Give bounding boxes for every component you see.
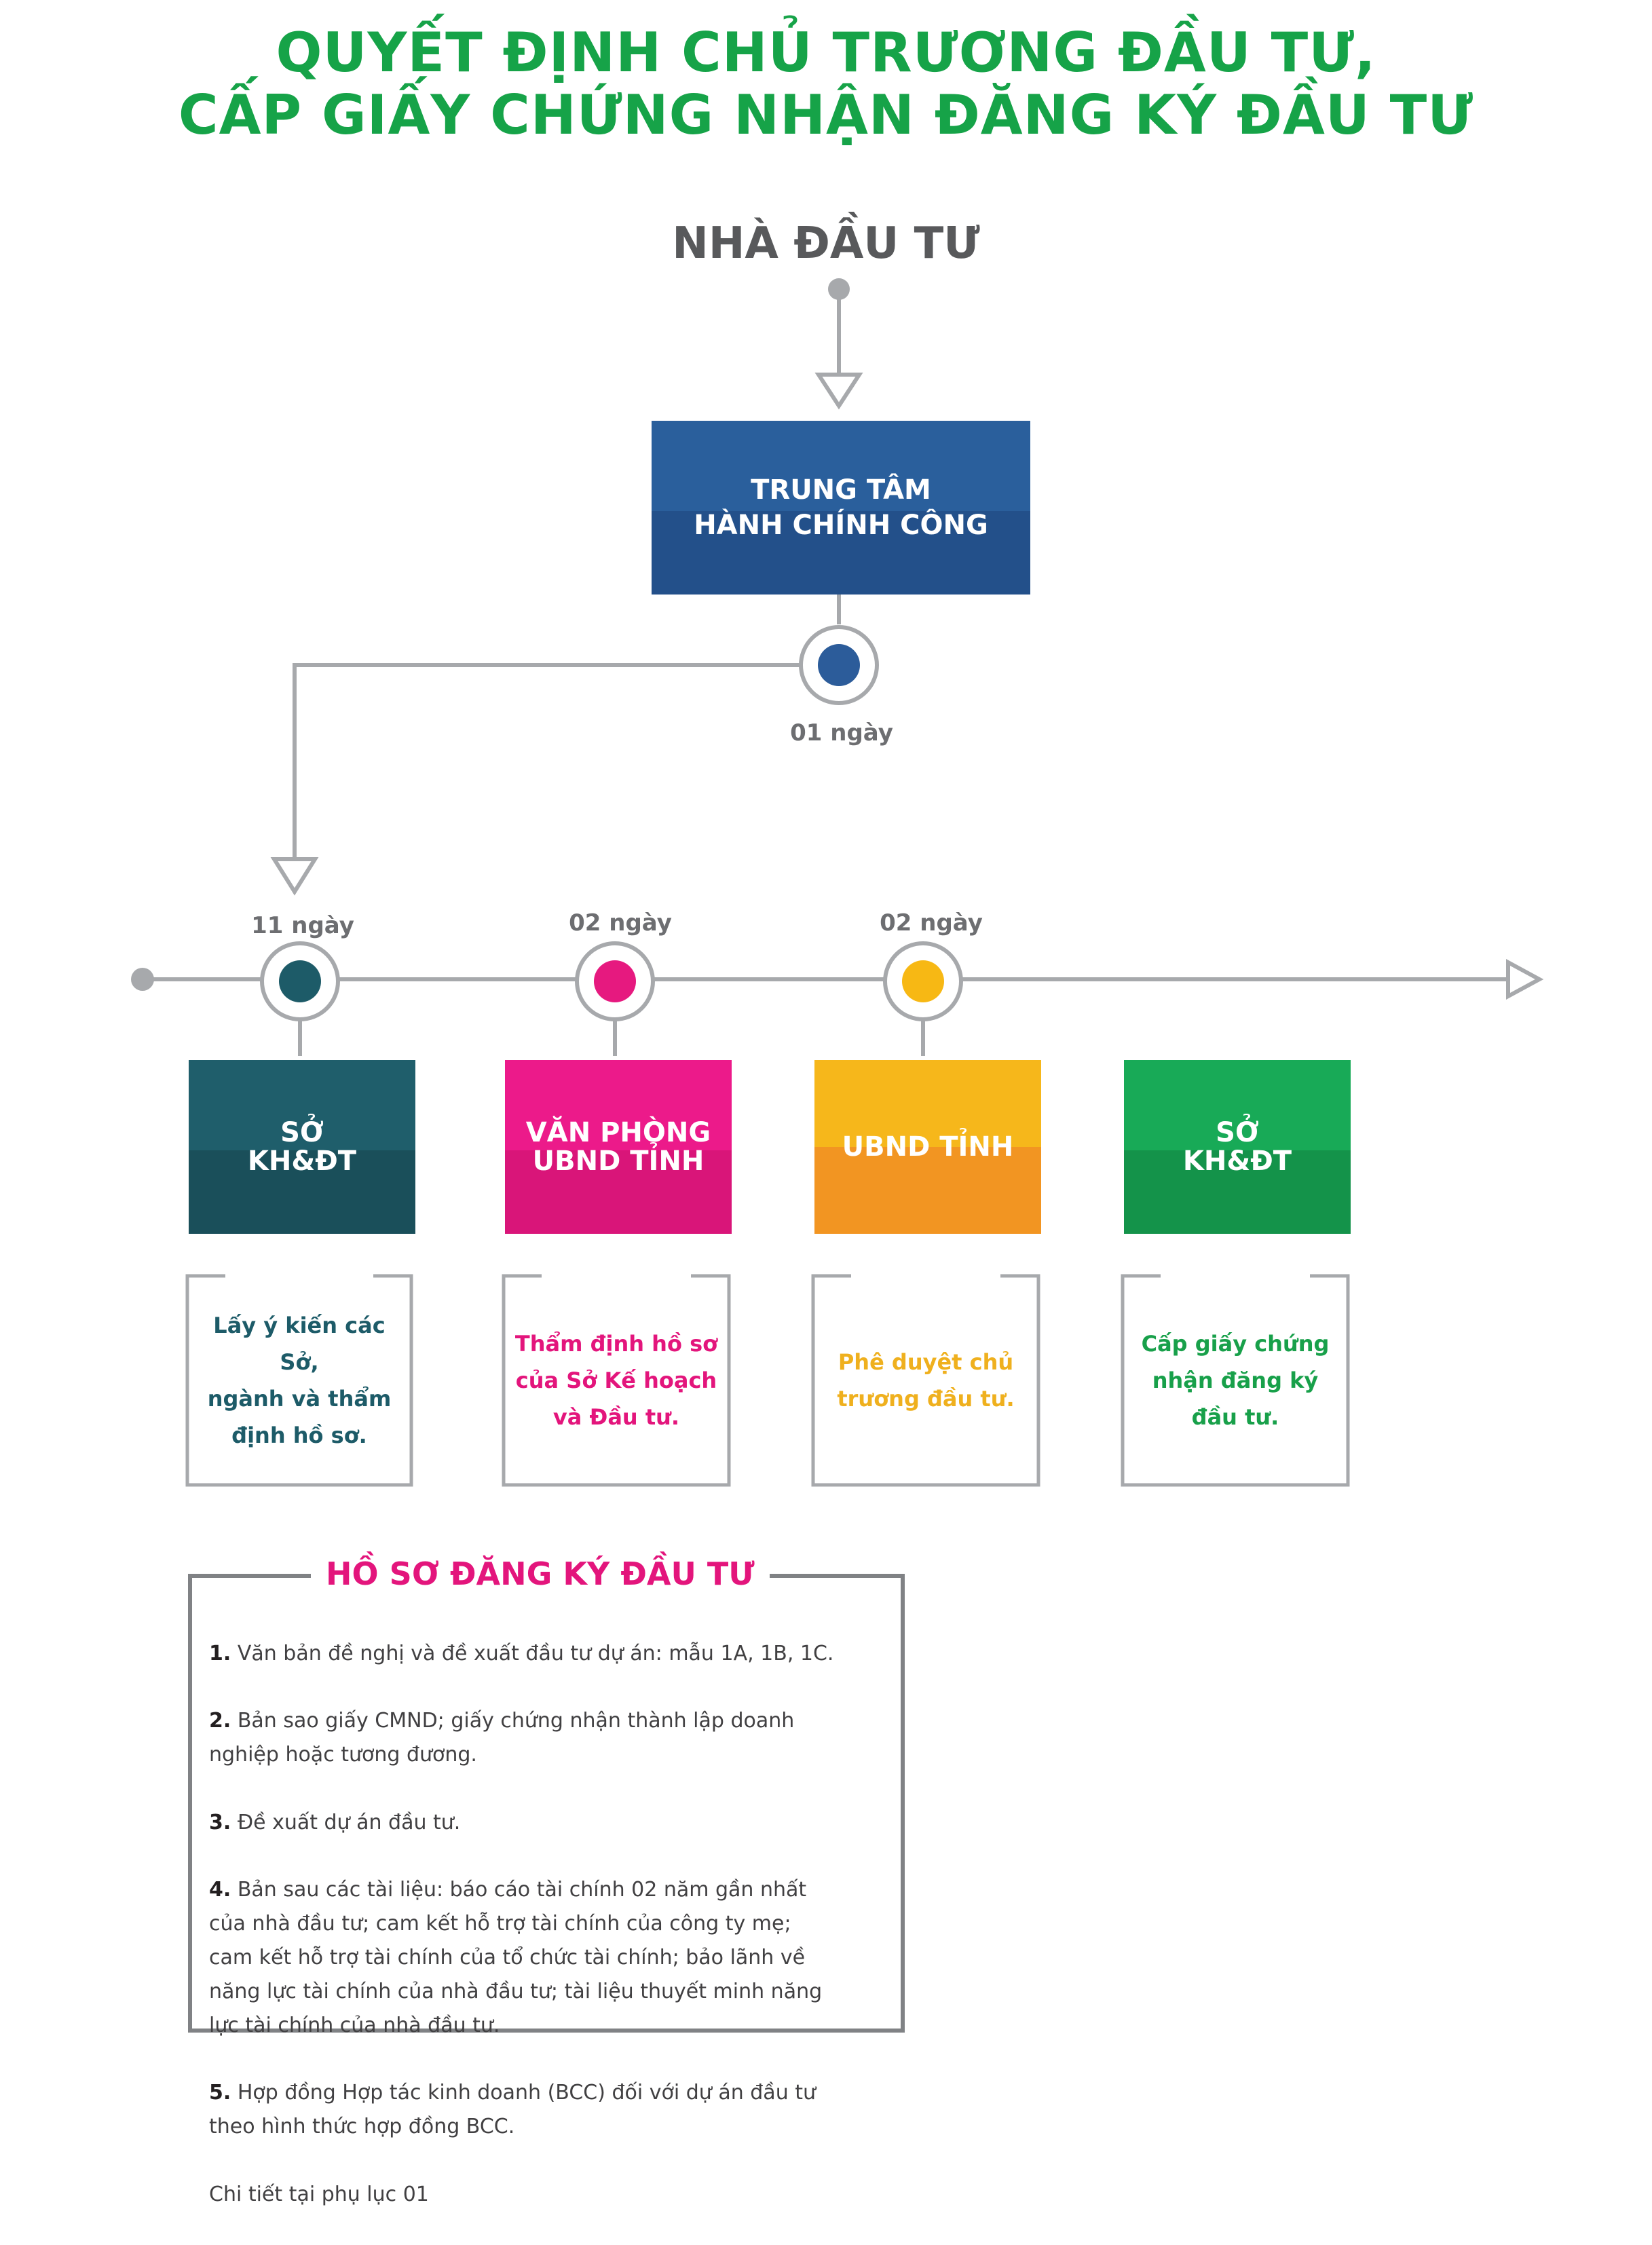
step-box-so-khdt-final: SỞ KH&ĐT — [1124, 1060, 1351, 1234]
page-title-line-1: QUYẾT ĐỊNH CHỦ TRƯƠNG ĐẦU TƯ, — [276, 21, 1376, 84]
desc-frame-1 — [185, 1274, 413, 1487]
desc-frame-3 — [811, 1274, 1040, 1487]
arrow-down-icon — [814, 373, 863, 410]
step-1-duration: 11 ngày — [251, 912, 354, 939]
desc-frame-4 — [1121, 1274, 1350, 1487]
step-node-2-dot — [594, 960, 636, 1002]
dossier-footer: Chi tiết tại phụ lục 01 — [209, 2182, 429, 2206]
step-box-van-phong-ubnd: VĂN PHÒNG UBND TỈNH — [505, 1060, 732, 1234]
center-box: TRUNG TÂM HÀNH CHÍNH CÔNG — [652, 421, 1030, 595]
investor-dot — [828, 278, 850, 300]
arrow-down-icon — [270, 857, 319, 896]
desc-frame-2 — [502, 1274, 731, 1487]
dossier-title: HỒ SƠ ĐĂNG KÝ ĐẦU TƯ — [311, 1555, 770, 1592]
step-2-description: Thẩm định hồ sơ của Sở Kế hoạch và Đầu t… — [514, 1331, 718, 1430]
step-box-so-khdt: SỞ KH&ĐT — [189, 1060, 415, 1234]
dossier-item: 1. Văn bản đề nghị và đề xuất đầu tư dự … — [209, 1641, 834, 1665]
dossier-item: 5. Hợp đồng Hợp tác kinh doanh (BCC) đối… — [209, 2081, 816, 2138]
timeline-start-dot — [131, 968, 154, 991]
dossier-item: 4. Bản sau các tài liệu: báo cáo tài chí… — [209, 1878, 823, 2037]
center-duration-label: 01 ngày — [790, 719, 893, 747]
arrow-right-icon — [1506, 958, 1544, 1000]
flow-connectors — [131, 278, 1544, 2033]
step-3-duration: 02 ngày — [880, 909, 983, 937]
step-node-1-dot — [279, 960, 321, 1002]
investor-label: NHÀ ĐẦU TƯ — [672, 219, 980, 269]
dossier-item: 2. Bản sao giấy CMND; giấy chứng nhận th… — [209, 1709, 795, 1767]
center-node-dot — [818, 644, 860, 686]
step-4-description: Cấp giấy chứng nhận đăng ký đầu tư. — [1141, 1331, 1330, 1430]
step-3-description: Phê duyệt chủ trương đầu tư. — [837, 1349, 1015, 1412]
page-title-line-2: CẤP GIẤY CHỨNG NHẬN ĐĂNG KÝ ĐẦU TƯ — [178, 83, 1474, 147]
step-node-3-dot — [902, 960, 944, 1002]
branch-connector — [293, 663, 800, 859]
dossier-list: 1. Văn bản đề nghị và đề xuất đầu tư dự … — [209, 1603, 888, 2245]
dossier-item: 3. Đề xuất dự án đầu tư. — [209, 1810, 461, 1834]
dossier-title-wrap: HỒ SƠ ĐĂNG KÝ ĐẦU TƯ — [311, 1555, 770, 1592]
step-2-duration: 02 ngày — [569, 909, 672, 937]
step-1-description: Lấy ý kiến các Sở, ngành và thẩm định hồ… — [207, 1313, 392, 1448]
step-box-ubnd-tinh: UBND TỈNH — [814, 1060, 1041, 1234]
